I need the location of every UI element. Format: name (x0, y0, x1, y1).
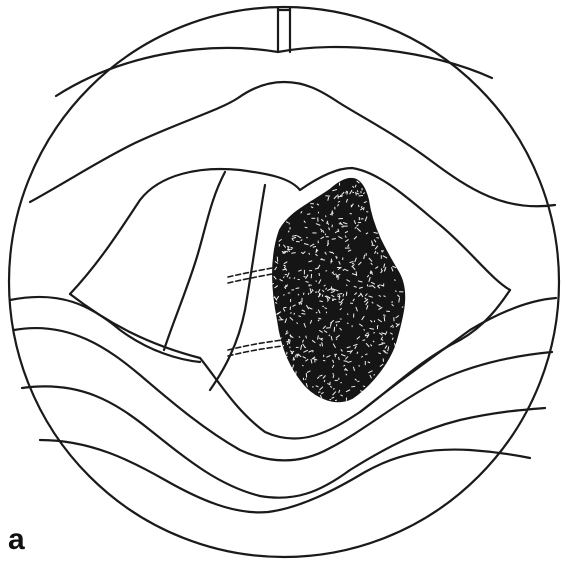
lesion-speckle (326, 328, 331, 329)
lesion-speckle (363, 386, 365, 387)
lesion-speckle (324, 380, 325, 382)
lesion-speckle (384, 317, 385, 321)
panel-label: a (8, 525, 25, 555)
lesion-speckle (363, 340, 366, 341)
lesion-speckle (284, 251, 288, 252)
lesion-speckle (344, 361, 348, 362)
left-fold-line (164, 172, 225, 350)
lesion-speckle (332, 239, 336, 240)
lesion-speckle (332, 300, 334, 301)
lesion-speckle (335, 400, 337, 401)
lesion-speckle (302, 314, 306, 315)
lesion-speckle (321, 230, 322, 232)
lesion-speckle (307, 214, 310, 215)
lesion-speckle (340, 195, 343, 196)
lesion-speckle (304, 276, 306, 277)
dashed-line-lower-2 (228, 345, 290, 356)
lesion-speckle (385, 350, 386, 352)
lower-band-3 (40, 440, 530, 512)
lesion-speckle (356, 271, 357, 275)
lesion-speckle (402, 307, 403, 308)
lesion-speckle (395, 279, 396, 281)
lesion-speckle (309, 285, 312, 286)
lesion-speckle (289, 250, 290, 251)
lesion-speckle (277, 257, 278, 262)
lesion-speckle (318, 212, 319, 214)
lower-band-2 (22, 386, 545, 497)
lesion-speckle (338, 278, 339, 280)
lesion-speckle (286, 341, 287, 342)
top-notch (278, 8, 290, 52)
lesion-speckle (316, 281, 317, 282)
lesion-speckle (291, 253, 295, 254)
lesion-speckle (374, 374, 375, 375)
lesion-speckle (358, 205, 359, 207)
lesion-speckle (347, 313, 348, 314)
lesion-speckle (322, 295, 323, 297)
lesion-speckle (357, 193, 359, 194)
upper-arch-contour-inner (30, 82, 555, 206)
lesion-speckle (357, 190, 358, 192)
left-vocal-cord-line (210, 185, 265, 390)
lower-band-1 (14, 328, 552, 460)
lesion-speckle (290, 347, 291, 348)
lesion-speckle (305, 347, 306, 348)
lesion-speckle (336, 274, 337, 276)
lesion-speckle (356, 192, 357, 195)
lesion-speckle (334, 327, 335, 332)
lesion-speckle (351, 386, 355, 387)
lesion-speckle (363, 207, 364, 210)
lesion-mass (272, 179, 404, 401)
lesion-speckle (306, 237, 307, 238)
lesion-speckle (369, 286, 374, 287)
lesion-speckle (301, 303, 302, 305)
upper-arch-contour (56, 47, 492, 96)
lesion-speckle (296, 288, 300, 289)
lesion-speckle (302, 365, 303, 366)
lesion-speckle (326, 271, 328, 272)
